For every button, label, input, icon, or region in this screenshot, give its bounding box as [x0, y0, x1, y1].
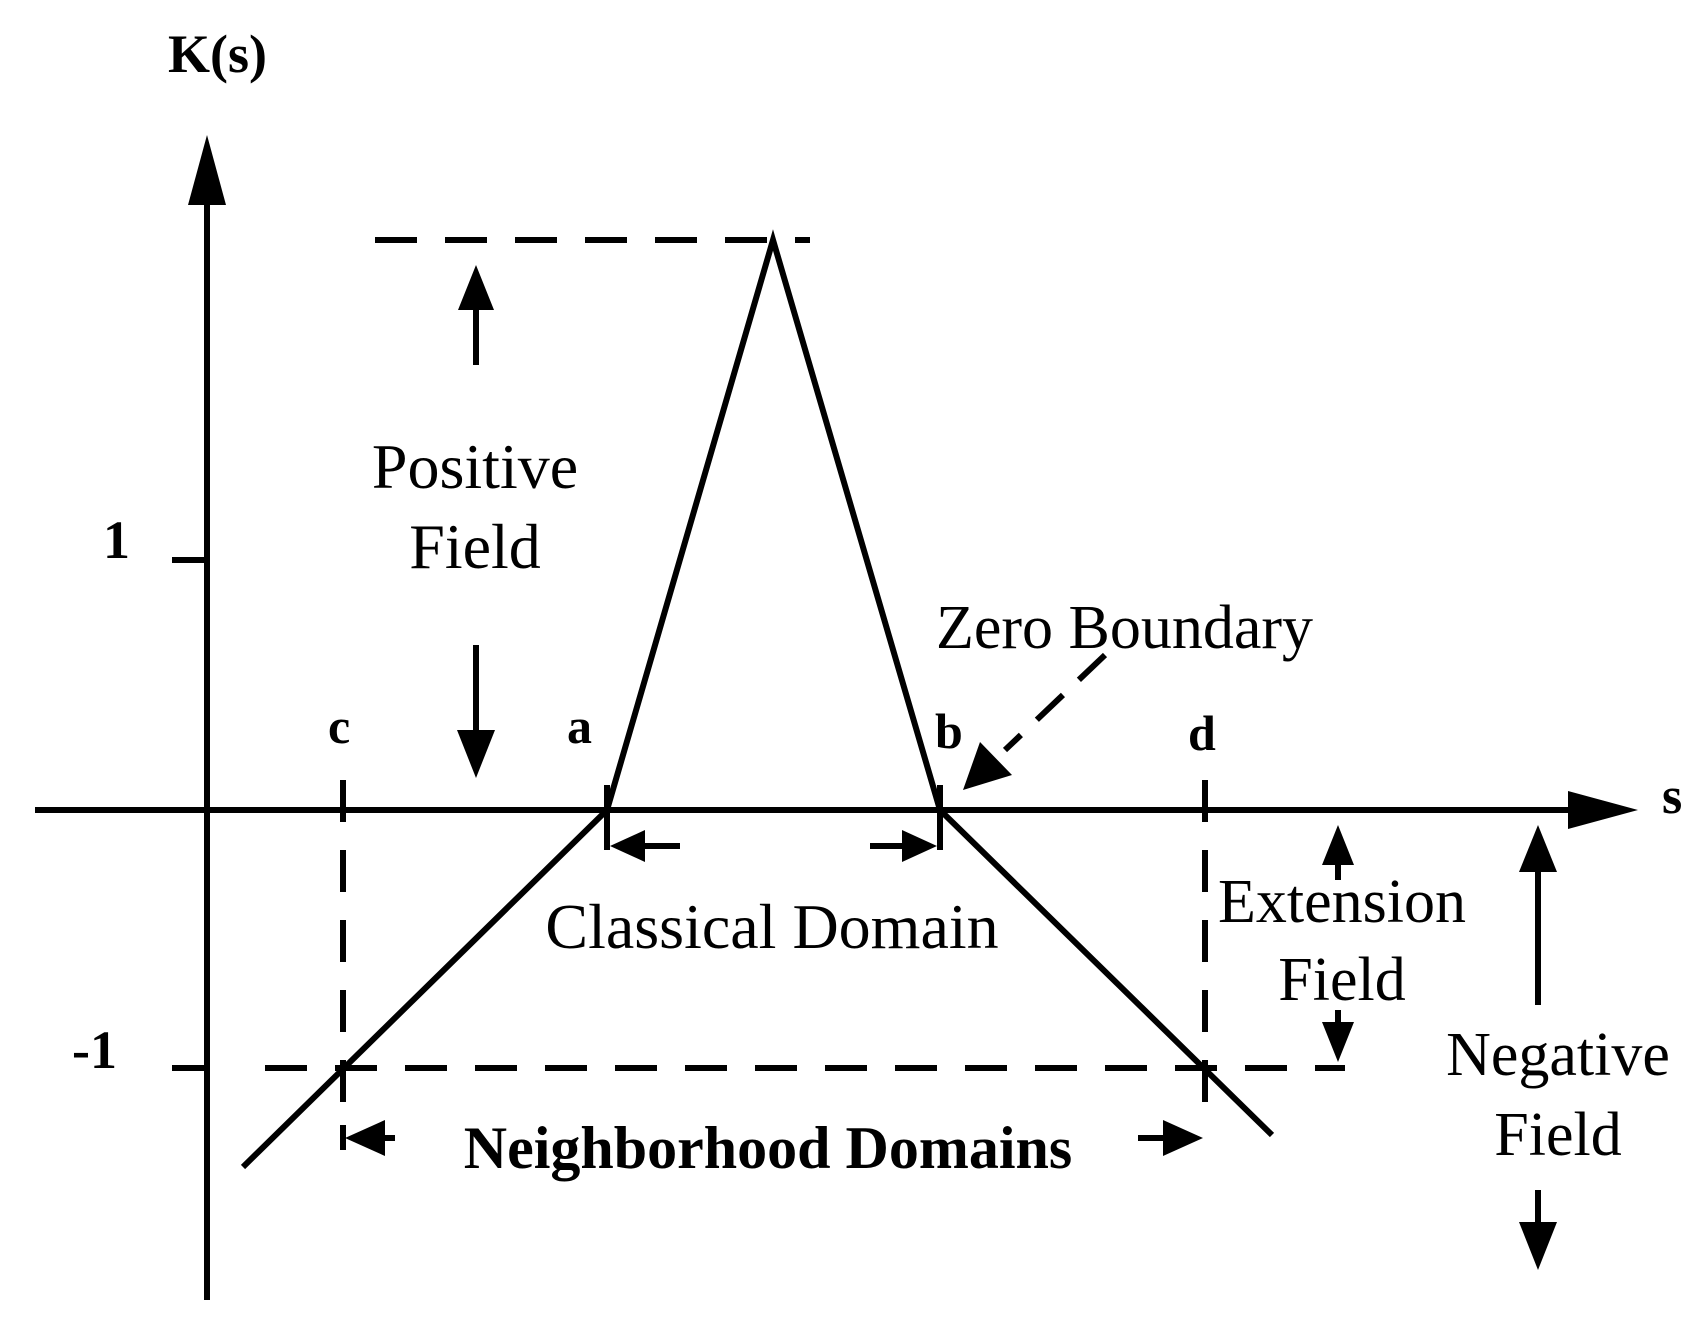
- x-axis-label: s: [1662, 768, 1682, 825]
- extension-down-arrowhead: [1322, 1022, 1354, 1062]
- point-c-label: c: [328, 698, 350, 754]
- extension-field-label-line2: Field: [1278, 946, 1405, 1014]
- tick-label-neg-1: -1: [72, 1020, 117, 1080]
- tick-label-pos-1: 1: [103, 510, 130, 570]
- extension-up-arrowhead: [1322, 825, 1354, 865]
- positive-field-label-line2: Field: [409, 511, 541, 582]
- zero-boundary-label: Zero Boundary: [936, 594, 1313, 662]
- positive-up-arrowhead: [458, 265, 494, 310]
- positive-field-label-line1: Positive: [372, 431, 578, 502]
- negative-down-arrowhead: [1519, 1222, 1557, 1270]
- zero-boundary-arrowhead: [963, 742, 1012, 790]
- point-b-label: b: [935, 703, 963, 759]
- extension-field-label-line1: Extension: [1218, 868, 1466, 936]
- point-a-label: a: [567, 698, 592, 754]
- k-curve: [240, 229, 1275, 1170]
- y-axis-label: K(s): [168, 24, 267, 84]
- neighborhood-right-arrowhead: [1163, 1120, 1203, 1156]
- x-axis-arrowhead: [1568, 791, 1638, 829]
- neighborhood-left-arrowhead: [345, 1120, 385, 1156]
- negative-up-arrowhead: [1519, 825, 1557, 872]
- classical-right-arrowhead: [902, 830, 937, 862]
- point-d-label: d: [1188, 705, 1216, 761]
- positive-down-arrowhead: [457, 730, 495, 778]
- zero-boundary-pointer: [1002, 652, 1108, 753]
- negative-field-label-line2: Field: [1494, 1101, 1621, 1169]
- classical-left-arrowhead: [610, 830, 645, 862]
- classical-domain-label: Classical Domain: [545, 891, 998, 962]
- y-axis-arrowhead: [188, 135, 226, 205]
- negative-field-label-line1: Negative: [1446, 1021, 1670, 1089]
- neighborhood-domains-label: Neighborhood Domains: [464, 1115, 1072, 1181]
